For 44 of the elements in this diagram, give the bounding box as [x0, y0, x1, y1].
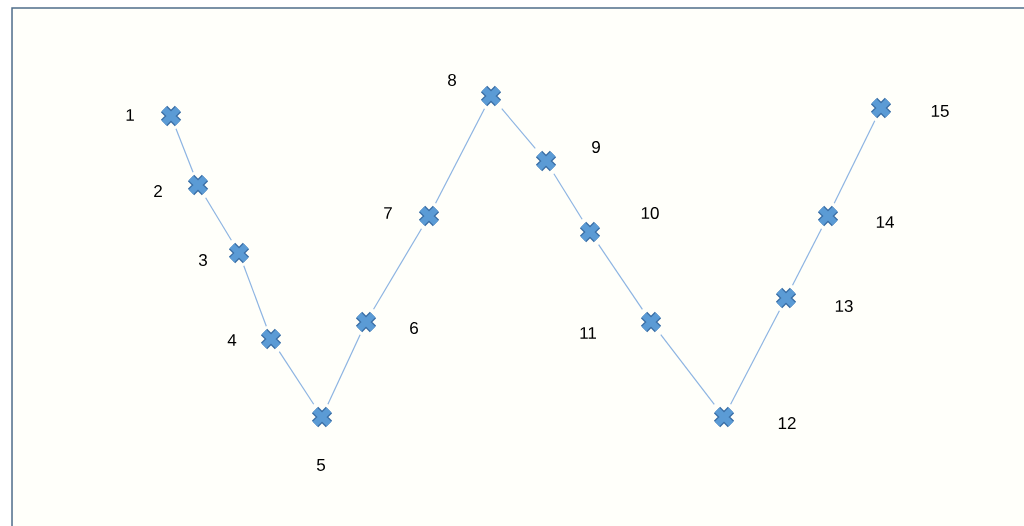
connector-line [501, 108, 536, 149]
number-label: 1 [126, 109, 134, 121]
number-label: 6 [410, 321, 418, 334]
cross-marker [159, 104, 183, 128]
cross-marker [639, 310, 663, 334]
number-label: 3 [198, 253, 207, 266]
connector-line [205, 197, 232, 241]
connector-line [730, 310, 780, 405]
connector-line [791, 228, 823, 286]
number-label: 8 [448, 73, 456, 86]
cross-marker [186, 173, 210, 197]
number-label: 5 [316, 459, 325, 471]
cross-marker [816, 204, 840, 228]
cross-marker [578, 220, 602, 244]
number-label: 15 [931, 105, 949, 117]
connector-line [175, 128, 194, 173]
cross-marker [417, 204, 441, 228]
connector-line [434, 108, 486, 204]
connector-line [660, 334, 715, 405]
connector-line [327, 334, 361, 405]
cross-marker [712, 405, 736, 429]
number-label: 9 [592, 140, 600, 153]
cross-marker [479, 84, 503, 108]
number-label: 13 [835, 299, 853, 312]
number-label: 2 [154, 185, 162, 197]
cross-marker [259, 327, 283, 351]
connector-line [833, 120, 876, 204]
connector-line [372, 228, 423, 310]
cross-marker [534, 149, 558, 173]
number-label: 12 [778, 417, 796, 429]
cross-marker [774, 286, 798, 310]
connector-line [598, 244, 643, 310]
connector-line [278, 351, 315, 405]
number-label: 14 [876, 216, 894, 228]
cross-marker [310, 405, 334, 429]
cross-marker [227, 241, 251, 265]
cross-marker [354, 310, 378, 334]
number-label: 4 [227, 334, 237, 346]
connector-line [553, 173, 583, 220]
number-label: 11 [580, 327, 596, 339]
number-label: 10 [641, 206, 659, 219]
cross-marker [869, 96, 893, 120]
number-label: 7 [384, 207, 392, 219]
connector-line [243, 265, 267, 327]
